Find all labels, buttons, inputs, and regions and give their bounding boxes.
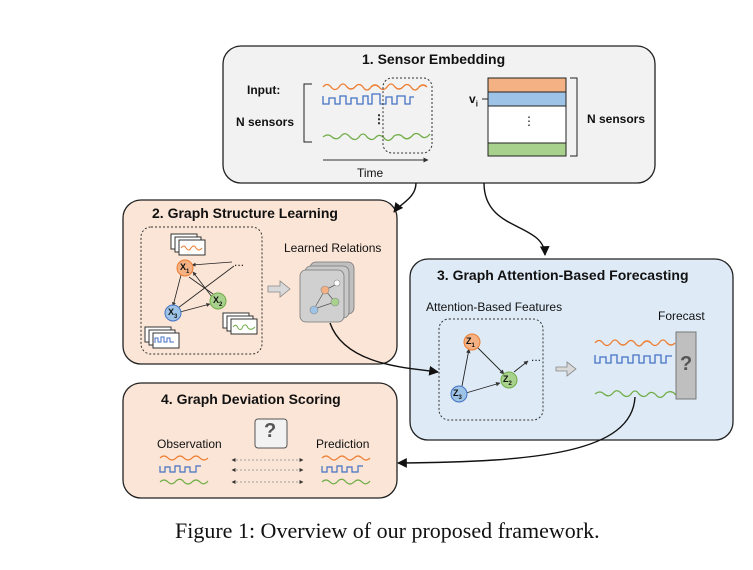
learned-relations-label: Learned Relations [284,241,382,255]
prediction-label: Prediction [316,437,370,451]
input-bracket [303,83,312,143]
edge-x1-dots [191,261,233,267]
gray-arrow-structure [267,280,291,298]
mini-window-stack-top [170,233,206,256]
edge-z3-z1 [461,348,471,387]
obs-green-signal [159,478,209,485]
graph3-ellipsis: ... [531,350,542,364]
edge-z3-z2 [465,381,501,394]
node-x1 [176,259,194,277]
pred-green-signal [321,478,371,485]
forecast-label: Forecast [658,309,705,323]
gray-arrow-forecast [555,361,577,377]
observation-label: Observation [157,437,222,451]
node-z2-label: Z2 [503,374,512,387]
node-z3-label: Z3 [453,388,462,401]
forecast-box [675,331,697,400]
embedding-row-blue [487,91,567,107]
panel2-title: 2. Graph Structure Learning [152,205,338,221]
node-z2 [500,371,518,389]
forecast-orange-signal [594,339,676,347]
node-x2 [209,292,227,310]
panel1-title: 1. Sensor Embedding [362,51,506,67]
embedding-row-green [487,142,567,157]
figure-caption: Figure 1: Overview of our proposed frame… [175,518,600,543]
node-x3-label: X3 [168,307,178,320]
edge-z1-z2 [476,346,505,375]
arrow-structure-to-forecast [329,322,439,376]
forecast-green-signal [594,390,685,399]
learned-relations-cards [299,261,355,323]
pred-orange-signal [321,455,371,461]
panel-graph-attention-forecasting [409,258,734,441]
edge-x1-x2-b [188,276,214,295]
edge-z2-dots [513,360,529,373]
time-label: Time [357,166,384,180]
deviation-question-box [254,418,288,449]
obs-blue-signal [159,465,201,473]
node-x1-label: X1 [180,262,190,275]
attention-features-label: Attention-Based Features [426,300,563,314]
node-x2-label: X2 [213,295,223,308]
dots-matrix: ⋮ [523,114,535,128]
node-z3 [450,385,468,403]
attention-features-box [438,318,544,421]
time-window [382,77,433,154]
mini-window-stack-right [222,312,258,335]
forecast-question-mark: ? [680,353,693,375]
input-label: Input: [247,83,281,97]
edge-x3-dots [177,265,235,309]
dots-left: ⋮ [373,112,385,126]
sensor-graph-box [140,226,263,355]
orange-signal [322,83,428,91]
arrow-forecast-to-scoring [397,396,636,468]
green-signal [322,132,431,142]
forecast-blue-signal [594,354,672,364]
deviation-question-mark: ? [264,420,277,442]
panel4-title: 4. Graph Deviation Scoring [161,391,341,407]
arrow-embed-to-forecast [483,182,550,256]
node-x3 [164,304,182,322]
n-sensors-right-label: N sensors [587,112,646,126]
blue-signal [322,93,414,105]
edge-x2-x1 [192,271,213,298]
node-z1-label: Z1 [466,336,475,349]
v-subscript: i [475,99,478,109]
pred-blue-signal [321,465,363,473]
v-label: vi [469,92,478,109]
node-z1 [463,333,481,351]
mini-window-stack-left [144,326,180,349]
embedding-row-orange [487,77,567,93]
panel3-title: 3. Graph Attention-Based Forecasting [437,267,689,283]
arrow-embed-to-structure [393,182,417,213]
graph2-ellipsis: ... [234,255,245,269]
edge-x3-x2 [179,302,211,313]
right-bracket [570,77,578,157]
obs-orange-signal [159,455,209,461]
n-sensors-left-label: N sensors [236,115,295,129]
edge-x1-x3 [171,274,182,307]
